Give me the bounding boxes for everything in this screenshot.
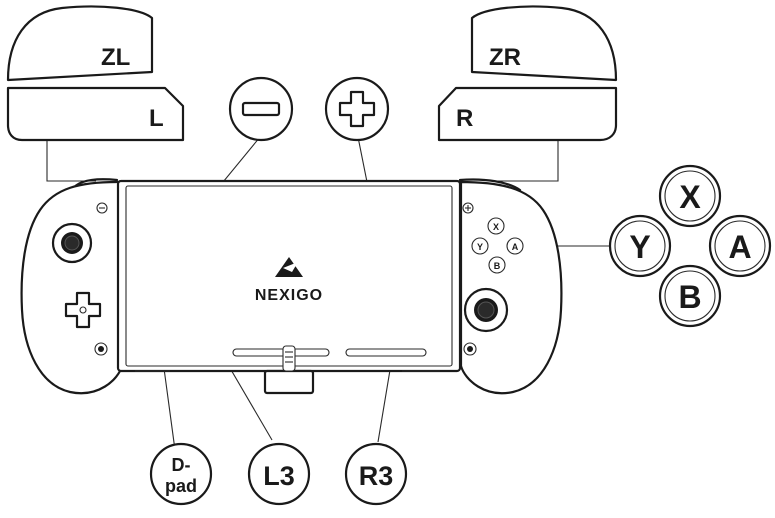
abxy-callout: X Y A B [608, 164, 772, 328]
small-x-label: X [493, 222, 499, 232]
dpad-label-line2: pad [165, 476, 197, 496]
small-b-label: B [494, 261, 501, 271]
dpad-label-line1: D- [172, 455, 191, 475]
x-label: X [679, 179, 701, 215]
l3-label: L3 [263, 461, 295, 491]
nexigo-logo-icon [275, 257, 303, 277]
minus-callout [228, 76, 294, 142]
capture-button [94, 342, 108, 356]
left-grip [20, 180, 124, 395]
dpad-callout: D- pad [149, 442, 213, 506]
right-grip [458, 180, 563, 395]
r3-label: R3 [359, 461, 394, 491]
r-label: R [456, 105, 473, 132]
a-label: A [728, 229, 751, 265]
small-y-label: Y [477, 242, 483, 252]
plus-button [462, 202, 474, 214]
r3-stick [463, 287, 509, 333]
l3-callout: L3 [247, 442, 311, 506]
a-button-large: A [708, 214, 772, 278]
x-button-large: X [658, 164, 722, 228]
r-bumper: R [437, 86, 618, 142]
y-button-large: Y [608, 214, 672, 278]
l-label: L [149, 105, 164, 132]
brand-text: NEXIGO [255, 287, 323, 304]
right-shoulder-edge [458, 178, 522, 192]
zl-trigger: ZL [6, 5, 154, 82]
left-rail [232, 348, 330, 357]
home-button [463, 342, 477, 356]
zr-trigger: ZR [470, 5, 618, 82]
usb-c-connector [263, 345, 315, 395]
l-bumper: L [6, 86, 185, 142]
right-rail [345, 348, 427, 357]
dpad-center [79, 306, 87, 314]
plus-icon [338, 90, 376, 128]
zr-label: ZR [489, 44, 521, 71]
b-label: B [678, 279, 701, 315]
small-a-label: A [512, 242, 519, 252]
y-label: Y [629, 229, 650, 265]
b-button-large: B [658, 264, 722, 328]
l3-stick [51, 222, 93, 264]
plus-callout [324, 76, 390, 142]
minus-button [96, 202, 108, 214]
controller-body: NEXIGO X Y [20, 178, 563, 395]
dpad [64, 291, 102, 329]
zl-label: ZL [101, 44, 130, 71]
face-buttons-small: X Y A B [471, 217, 524, 274]
r3-callout: R3 [344, 442, 408, 506]
minus-icon [241, 101, 281, 117]
